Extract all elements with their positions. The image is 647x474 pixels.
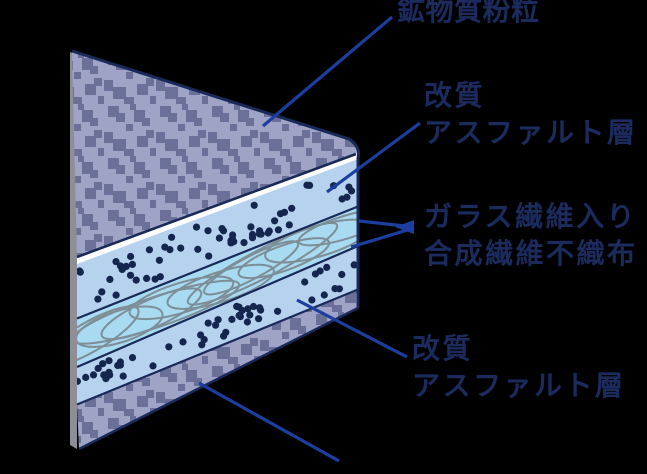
label-mineral-granules: 鉱物質粉粒 [397, 0, 540, 29]
leader-line-backing [198, 381, 340, 463]
leader-line-mineral [261, 15, 394, 128]
layer-mineral-granule-surface [72, 51, 359, 258]
layer-glass-fiber-core [77, 207, 358, 367]
label-asphalt-bottom-line1: 改質 [412, 332, 474, 365]
label-asphalt-top-line2: アスファルト層 [424, 116, 638, 149]
fiber-arrowhead-icon [395, 220, 414, 234]
leader-line-asphalt-bottom [296, 298, 408, 359]
leader-line-fiber-lower [350, 226, 415, 249]
asphalt-bottom-dots [77, 261, 358, 385]
leader-line-asphalt-top [326, 121, 421, 194]
label-fiber-line1: ガラス繊維入り [424, 200, 637, 233]
label-asphalt-bottom-line2: アスファルト層 [412, 369, 626, 402]
asphalt-top-dots [77, 181, 356, 303]
layer-mineral-granule-backing [77, 289, 358, 449]
label-asphalt-top-line1: 改質 [424, 79, 486, 112]
label-modified-asphalt-bottom: 改質 アスファルト層 [412, 330, 626, 404]
label-fiber-line2: 合成繊維不織布 [424, 237, 638, 270]
label-mineral-granules-text: 鉱物質粉粒 [397, 0, 540, 27]
label-glass-fiber-core: ガラス繊維入り 合成繊維不織布 [424, 198, 638, 272]
label-modified-asphalt-top: 改質 アスファルト層 [424, 77, 638, 151]
leader-lines [198, 15, 421, 463]
fiber-swirl-texture [77, 208, 358, 367]
